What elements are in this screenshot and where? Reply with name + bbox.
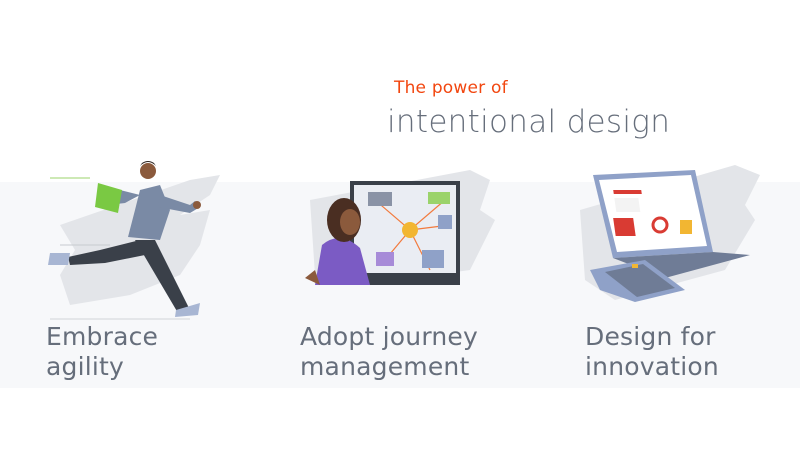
card-title-line: Embrace	[46, 322, 159, 351]
journey-map-illustration	[305, 170, 495, 285]
card-journey-management-title: Adopt journey management	[300, 322, 478, 382]
card-title-line: management	[300, 352, 470, 381]
card-design-innovation-title: Design for innovation	[585, 322, 719, 382]
card-title-line: Adopt journey	[300, 322, 478, 351]
card-title-line: innovation	[585, 352, 719, 381]
card-title-line: agility	[46, 352, 125, 381]
running-man-illustration	[48, 161, 220, 320]
page-headline: intentional design	[387, 104, 671, 140]
card-embrace-agility-title: Embrace agility	[46, 322, 158, 382]
eyebrow-text: The power of	[394, 78, 508, 98]
card-title-line: Design for	[585, 322, 716, 351]
laptop-calculator-illustration	[580, 165, 760, 302]
